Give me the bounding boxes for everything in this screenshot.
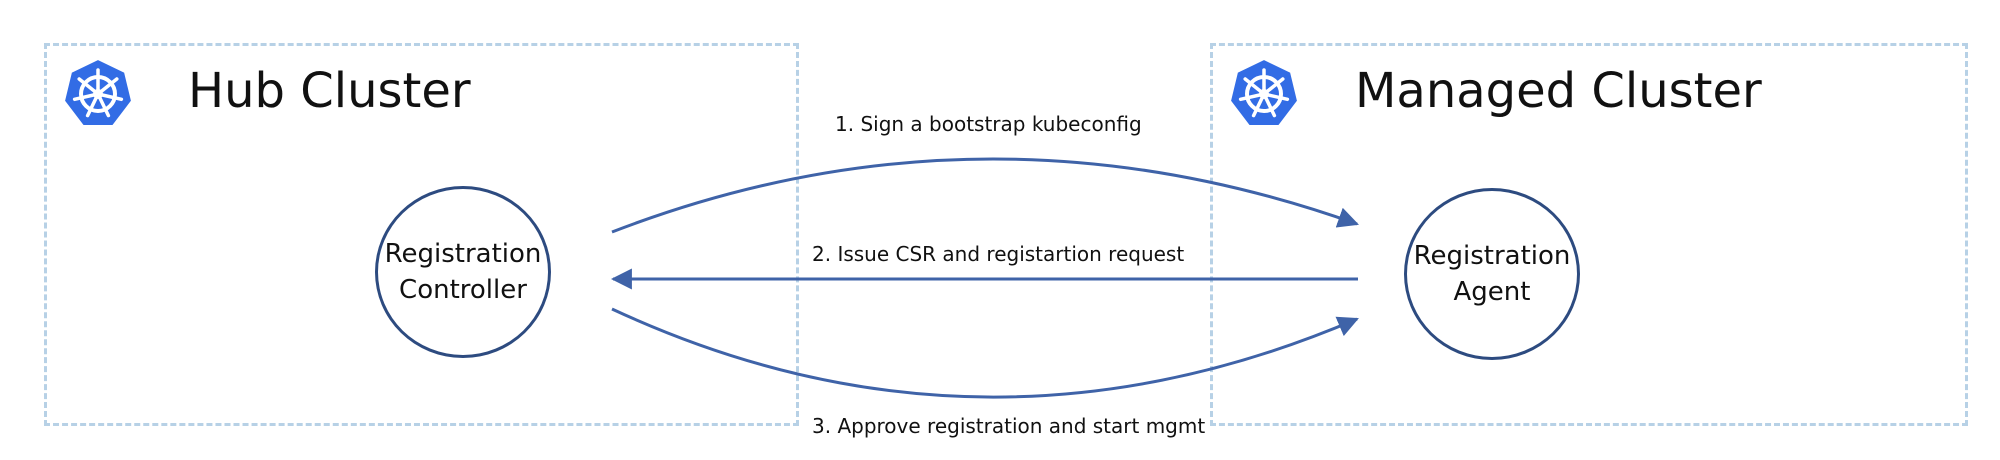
flow-label-sign-kubeconfig: 1. Sign a bootstrap kubeconfig — [835, 112, 1142, 136]
hub-cluster-title: Hub Cluster — [188, 63, 471, 119]
kubernetes-helm-icon — [1228, 57, 1300, 127]
controller-label-line2: Controller — [399, 275, 527, 305]
registration-controller-node: Registration Controller — [375, 186, 551, 358]
agent-label-line1: Registration — [1413, 241, 1571, 271]
agent-label-line2: Agent — [1453, 277, 1531, 307]
managed-cluster-title: Managed Cluster — [1355, 63, 1762, 119]
managed-cluster-box — [1210, 43, 1968, 426]
flow-label-issue-csr: 2. Issue CSR and registartion request — [812, 242, 1185, 266]
flow-label-approve-registration: 3. Approve registration and start mgmt — [812, 414, 1206, 438]
controller-label-line1: Registration — [384, 239, 542, 269]
arrow-approve-registration — [611, 307, 1359, 399]
registration-agent-node: Registration Agent — [1404, 188, 1580, 360]
arrow-sign-kubeconfig — [611, 157, 1359, 234]
hub-cluster-box — [44, 43, 799, 426]
kubernetes-helm-icon — [62, 57, 134, 127]
